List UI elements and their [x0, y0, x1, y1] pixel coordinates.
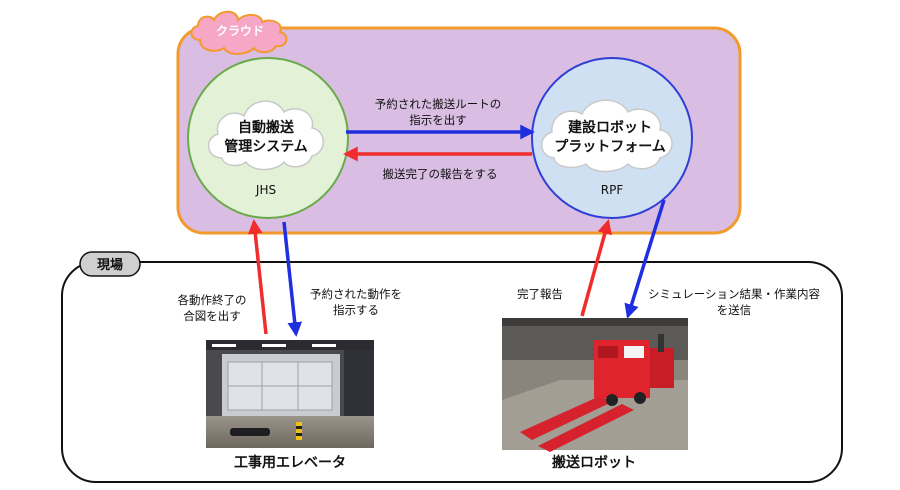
site-zone-label: 現場 [97, 257, 123, 273]
rpf-code: RPF [601, 183, 624, 197]
jhs-code: JHS [255, 183, 276, 197]
label-elevator-signal-line2: 合図を出す [183, 309, 241, 323]
robot-photo [502, 318, 688, 452]
label-elevator-instruction-line2: 指示する [333, 303, 379, 317]
jhs-title-line2: 管理システム [224, 138, 308, 155]
jhs-cloud-icon [208, 100, 324, 171]
label-robot-send-line2: を送信 [717, 303, 752, 317]
arrow-rpf-to-robot [624, 199, 666, 319]
cloud-zone-tag: クラウド [190, 10, 288, 55]
label-elevator-instruction-line1: 予約された動作を [310, 287, 402, 301]
arrow-elevator-to-jhs [247, 219, 268, 335]
label-elevator-signal-line1: 各動作終了の [178, 293, 247, 307]
label-route-instruction-line2: 指示を出す [409, 113, 467, 127]
elevator-photo [206, 340, 374, 448]
cloud-tag-icon [190, 10, 288, 55]
elevator-caption: 工事用エレベータ [234, 454, 346, 471]
label-robot-report: 完了報告 [517, 287, 563, 301]
rpf-title-line1: 建設ロボット [568, 119, 652, 136]
arrow-jhs-to-elevator [282, 221, 303, 337]
jhs-title-line1: 自動搬送 [238, 119, 295, 136]
robot-caption: 搬送ロボット [552, 454, 636, 471]
arrow-robot-to-rpf [580, 219, 612, 317]
label-route-instruction-line1: 予約された搬送ルートの [375, 97, 502, 111]
cloud-zone-label: クラウド [216, 24, 264, 38]
rpf-node: 建設ロボット プラットフォーム RPF [531, 57, 693, 219]
label-completion-report: 搬送完了の報告をする [383, 167, 498, 181]
jhs-node: 自動搬送 管理システム JHS [187, 57, 349, 219]
site-zone-tag [79, 251, 141, 277]
rpf-title-line2: プラットフォーム [554, 139, 666, 155]
label-robot-send-line1: シミュレーション結果・作業内容 [648, 287, 821, 301]
rpf-cloud-icon [541, 99, 673, 173]
